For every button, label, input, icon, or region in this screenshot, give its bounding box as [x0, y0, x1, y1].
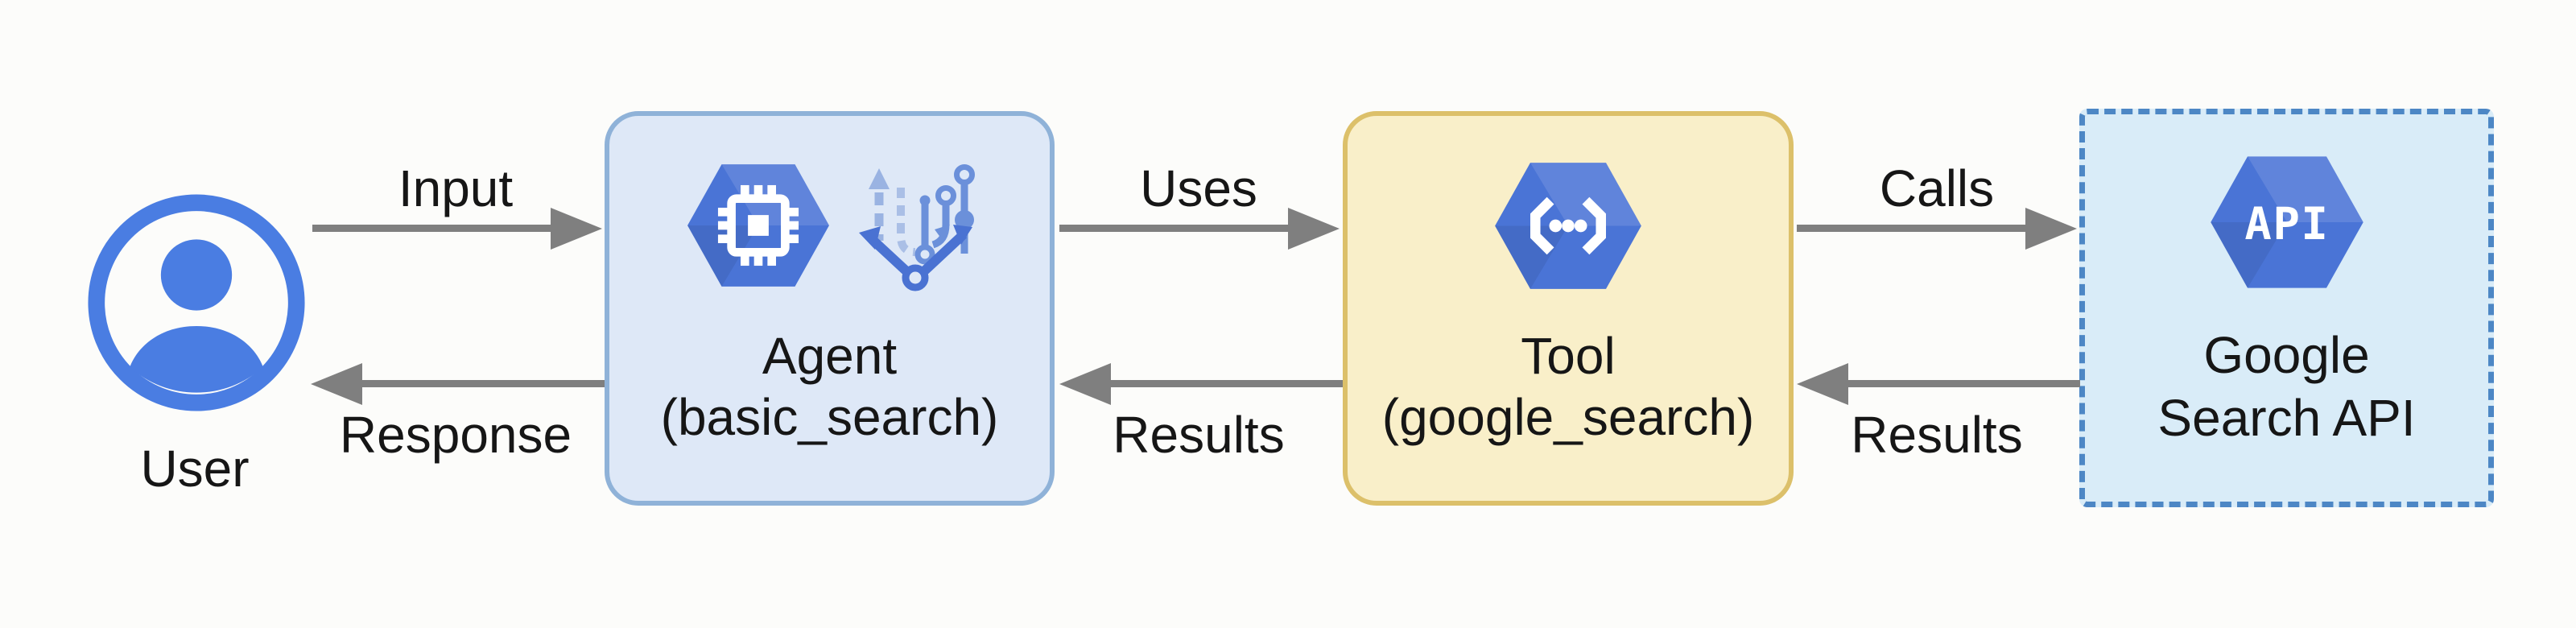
api-hexagon-icon: API [2210, 156, 2363, 288]
api-title-line2: Search API [2157, 389, 2416, 447]
api-title-line1: Google [2203, 326, 2370, 384]
edge-label-results-to-tool: Results [1851, 406, 2023, 464]
arrow-head [551, 208, 602, 250]
arrow-head [2025, 208, 2077, 250]
edge-label-response: Response [339, 406, 572, 464]
tool-icon-row [1492, 156, 1644, 295]
agent-icon-row [685, 156, 975, 295]
arrow-head [1797, 363, 1848, 405]
google-search-api-node: API Google Search API [2079, 109, 2494, 507]
arrow-shaft [1843, 380, 2080, 387]
tool-subtitle: (google_search) [1381, 388, 1755, 446]
agent-title: Agent [762, 327, 898, 385]
api-icon-text: API [2244, 198, 2329, 250]
arrow-head [1288, 208, 1340, 250]
edge-label-input: Input [398, 159, 514, 217]
arrow-agent-to-tool [1059, 208, 1340, 250]
ai-chip-hexagon-icon [687, 164, 829, 287]
arrow-user-to-agent [312, 208, 602, 250]
user-circle-icon [88, 194, 305, 411]
tool-node: Tool (google_search) [1343, 111, 1794, 506]
tool-title: Tool [1521, 327, 1616, 385]
edge-label-calls: Calls [1879, 159, 1995, 217]
user-label: User [140, 440, 250, 498]
agent-node: Agent (basic_search) [605, 111, 1055, 506]
arrow-agent-to-user [311, 363, 605, 405]
arrow-head [1059, 363, 1111, 405]
cloud-functions-hexagon-icon [1495, 162, 1641, 289]
edge-label-uses: Uses [1140, 159, 1257, 217]
arrow-shaft [312, 225, 555, 232]
api-title: Google Search API [2157, 324, 2415, 449]
arrow-tool-to-agent [1059, 363, 1343, 405]
agent-subtitle: (basic_search) [660, 388, 999, 446]
arrow-api-to-tool [1797, 363, 2080, 405]
arrow-shaft [1059, 225, 1293, 232]
arrow-shaft [1797, 225, 2030, 232]
edge-label-results-to-agent: Results [1113, 406, 1285, 464]
arrow-tool-to-api [1797, 208, 2077, 250]
arrow-shaft [1106, 380, 1343, 387]
user-node [85, 192, 308, 414]
api-icon-row: API [2208, 153, 2366, 291]
arrow-head [311, 363, 362, 405]
branch-decision-icon [858, 164, 975, 291]
arrow-shaft [357, 380, 605, 387]
